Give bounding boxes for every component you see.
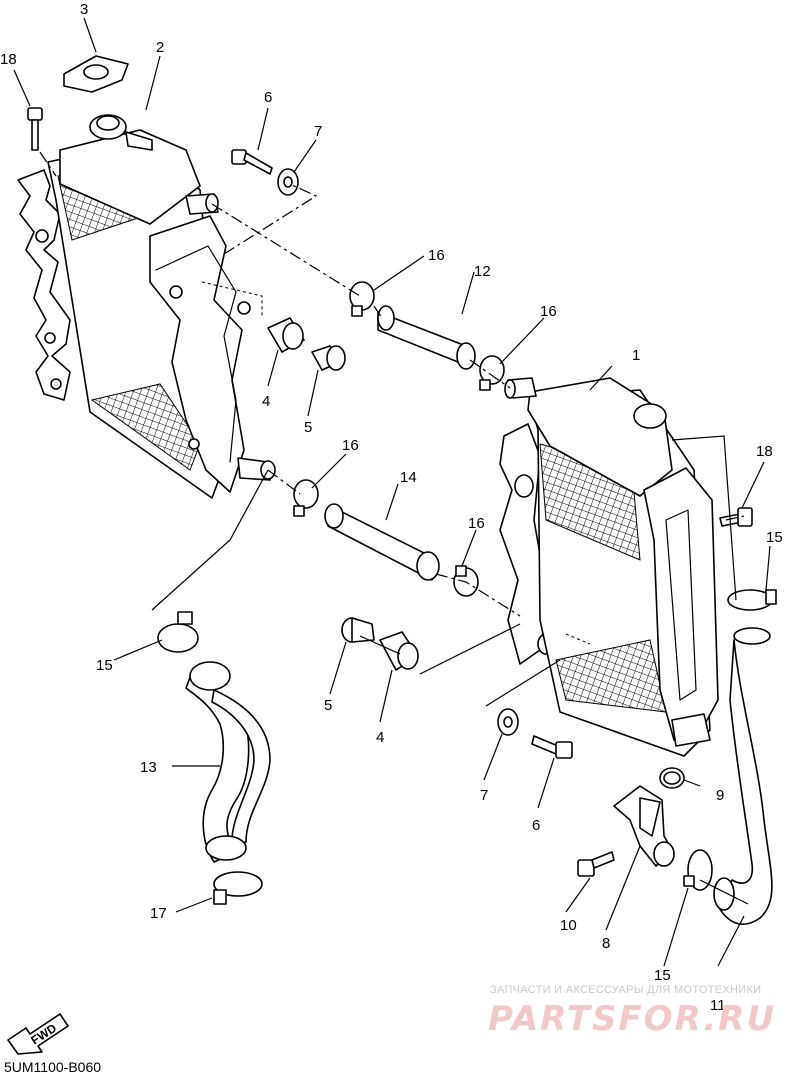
callout-12: 12 [474, 263, 491, 280]
callout-4-lower: 4 [376, 729, 384, 746]
watermark: ЗАПЧАСТИ И АКСЕССУАРЫ ДЛЯ МОТОТЕХНИКИ PA… [488, 984, 776, 1039]
callout-2: 2 [156, 39, 164, 56]
radiator-cap [63, 55, 129, 93]
clamp-15-right-upper [727, 589, 777, 611]
watermark-logo: PARTSFOR.RU [488, 999, 776, 1039]
grommet-4-upper [267, 317, 305, 353]
o-ring-9 [659, 767, 685, 789]
callout-11: 11 [710, 997, 726, 1014]
washer-7-upper [277, 168, 299, 196]
fwd-arrow: FWD [7, 1013, 69, 1055]
watermark-tagline: ЗАПЧАСТИ И АКСЕССУАРЫ ДЛЯ МОТОТЕХНИКИ [490, 984, 761, 996]
callout-5-upper: 5 [304, 419, 312, 436]
callout-7-upper: 7 [314, 123, 322, 140]
callout-15-right-lower: 15 [654, 967, 671, 984]
grommet-4-lower [379, 631, 419, 671]
right-radiator [499, 377, 719, 757]
callout-14: 14 [400, 469, 417, 486]
hose-13 [185, 661, 271, 863]
callout-leaders [13, 17, 771, 967]
left-radiator [17, 114, 276, 499]
hose-12 [377, 305, 476, 370]
callout-4-upper: 4 [262, 393, 270, 410]
bolt-10 [577, 851, 615, 877]
collar-5-lower [341, 617, 375, 643]
washer-7-lower [497, 708, 519, 736]
hose-14 [324, 503, 440, 581]
callout-3: 3 [80, 1, 88, 18]
diagram-code: 5UM1100-B060 [4, 1059, 101, 1075]
callout-numbers: 1 2 3 4 4 5 5 6 6 7 7 8 9 10 11 12 13 14… [0, 1, 783, 1014]
callout-8: 8 [602, 935, 610, 952]
callout-7-lower: 7 [480, 787, 488, 804]
clamp-16-b [479, 355, 505, 391]
callout-16-d: 16 [468, 515, 485, 532]
callout-6-lower: 6 [532, 817, 540, 834]
bolt-18-left [27, 107, 43, 151]
callout-6-upper: 6 [264, 89, 272, 106]
callout-17: 17 [150, 905, 167, 922]
callout-1: 1 [632, 347, 640, 364]
callout-16-a: 16 [428, 247, 445, 264]
callout-15-left: 15 [96, 657, 113, 674]
callout-16-c: 16 [342, 437, 359, 454]
clamp-16-a [349, 281, 375, 317]
clamp-17 [213, 871, 263, 905]
callout-18-left: 18 [0, 51, 17, 68]
clamp-16-d [453, 565, 479, 597]
clamp-16-c [293, 479, 319, 517]
clamp-15-left [157, 611, 199, 653]
callout-10: 10 [560, 917, 577, 934]
hose-11 [713, 627, 773, 925]
callout-9: 9 [716, 787, 724, 804]
callout-13: 13 [140, 759, 157, 776]
clamp-15-right-lower [683, 849, 713, 891]
assembly-lines [39, 151, 749, 905]
bolt-6-upper [231, 149, 273, 175]
callout-16-b: 16 [540, 303, 557, 320]
collar-5-upper [311, 345, 346, 371]
callout-18-right: 18 [756, 443, 773, 460]
callout-15-right-upper: 15 [766, 529, 783, 546]
callout-5-lower: 5 [324, 697, 332, 714]
bolt-6-lower [531, 735, 573, 759]
bolt-18-right [719, 507, 753, 527]
elbow-pipe-8 [613, 785, 675, 867]
